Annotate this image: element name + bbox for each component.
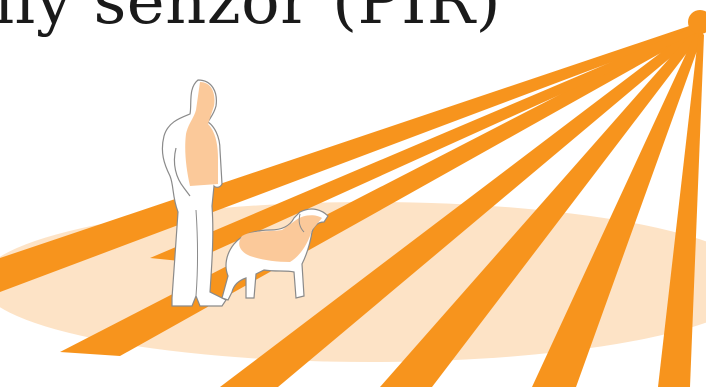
pir-sensor-illustration: lly senzor (PIR) <box>0 0 706 387</box>
detection-diagram <box>0 0 706 387</box>
